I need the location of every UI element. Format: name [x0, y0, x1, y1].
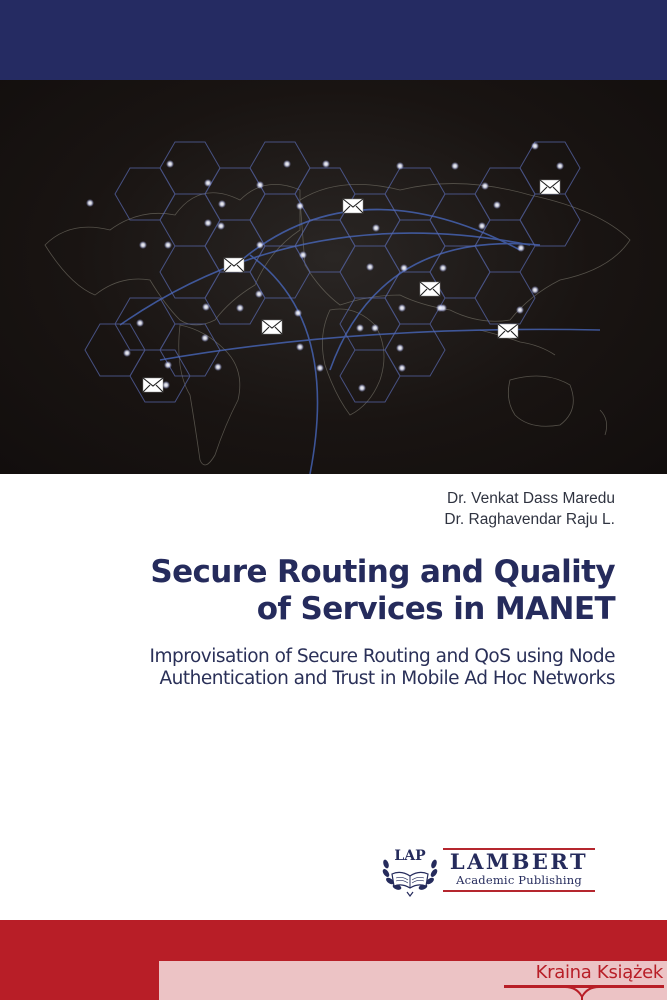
lap-book-emblem-icon: LAP: [382, 848, 438, 897]
store-watermark: Kraina Książek: [159, 961, 667, 1000]
book-title-line: of Services in MANET: [256, 591, 616, 627]
watermark-underline: [504, 985, 664, 988]
envelope-icon: [223, 257, 245, 273]
book-subtitle: Improvisation of Secure Routing and QoS …: [149, 646, 616, 690]
envelope-icon: [261, 319, 283, 335]
publisher-logo: LAP LAMBERT Academic Publishing: [380, 840, 600, 900]
author-list: Dr. Venkat Dass Maredu Dr. Raghavendar R…: [444, 488, 615, 530]
envelope-icons: [142, 179, 561, 393]
publisher-tagline: Academic Publishing: [456, 873, 582, 887]
svg-text:LAP: LAP: [394, 848, 426, 864]
author-name: Dr. Venkat Dass Maredu: [447, 490, 615, 507]
red-rule: [443, 890, 595, 892]
author-name: Dr. Raghavendar Raju L.: [444, 511, 615, 528]
red-rule: [443, 848, 595, 850]
publisher-name: LAMBERT: [449, 849, 589, 874]
connection-arcs: [119, 208, 601, 474]
watermark-text: Kraina Książek: [535, 962, 664, 983]
envelope-icon: [342, 198, 364, 214]
network-nodes: [86, 142, 564, 392]
lambert-wordmark: LAMBERT Academic Publishing: [443, 848, 595, 894]
open-book-icon: [565, 986, 599, 1000]
envelope-icon: [142, 377, 164, 393]
top-color-band: [0, 0, 667, 80]
book-title-line: Secure Routing and Quality: [150, 554, 615, 590]
world-map-outline: [44, 183, 631, 466]
envelope-icon: [539, 179, 561, 195]
book-subtitle-line: Improvisation of Secure Routing and QoS …: [149, 646, 616, 667]
cover-illustration: [0, 80, 667, 474]
hexagon-grid: [84, 141, 581, 403]
envelope-icon: [497, 323, 519, 339]
network-world-map-graphic: [44, 141, 631, 474]
book-subtitle-line: Authentication and Trust in Mobile Ad Ho…: [159, 668, 616, 689]
envelope-icon: [419, 281, 441, 297]
book-title: Secure Routing and Quality of Services i…: [150, 554, 615, 628]
